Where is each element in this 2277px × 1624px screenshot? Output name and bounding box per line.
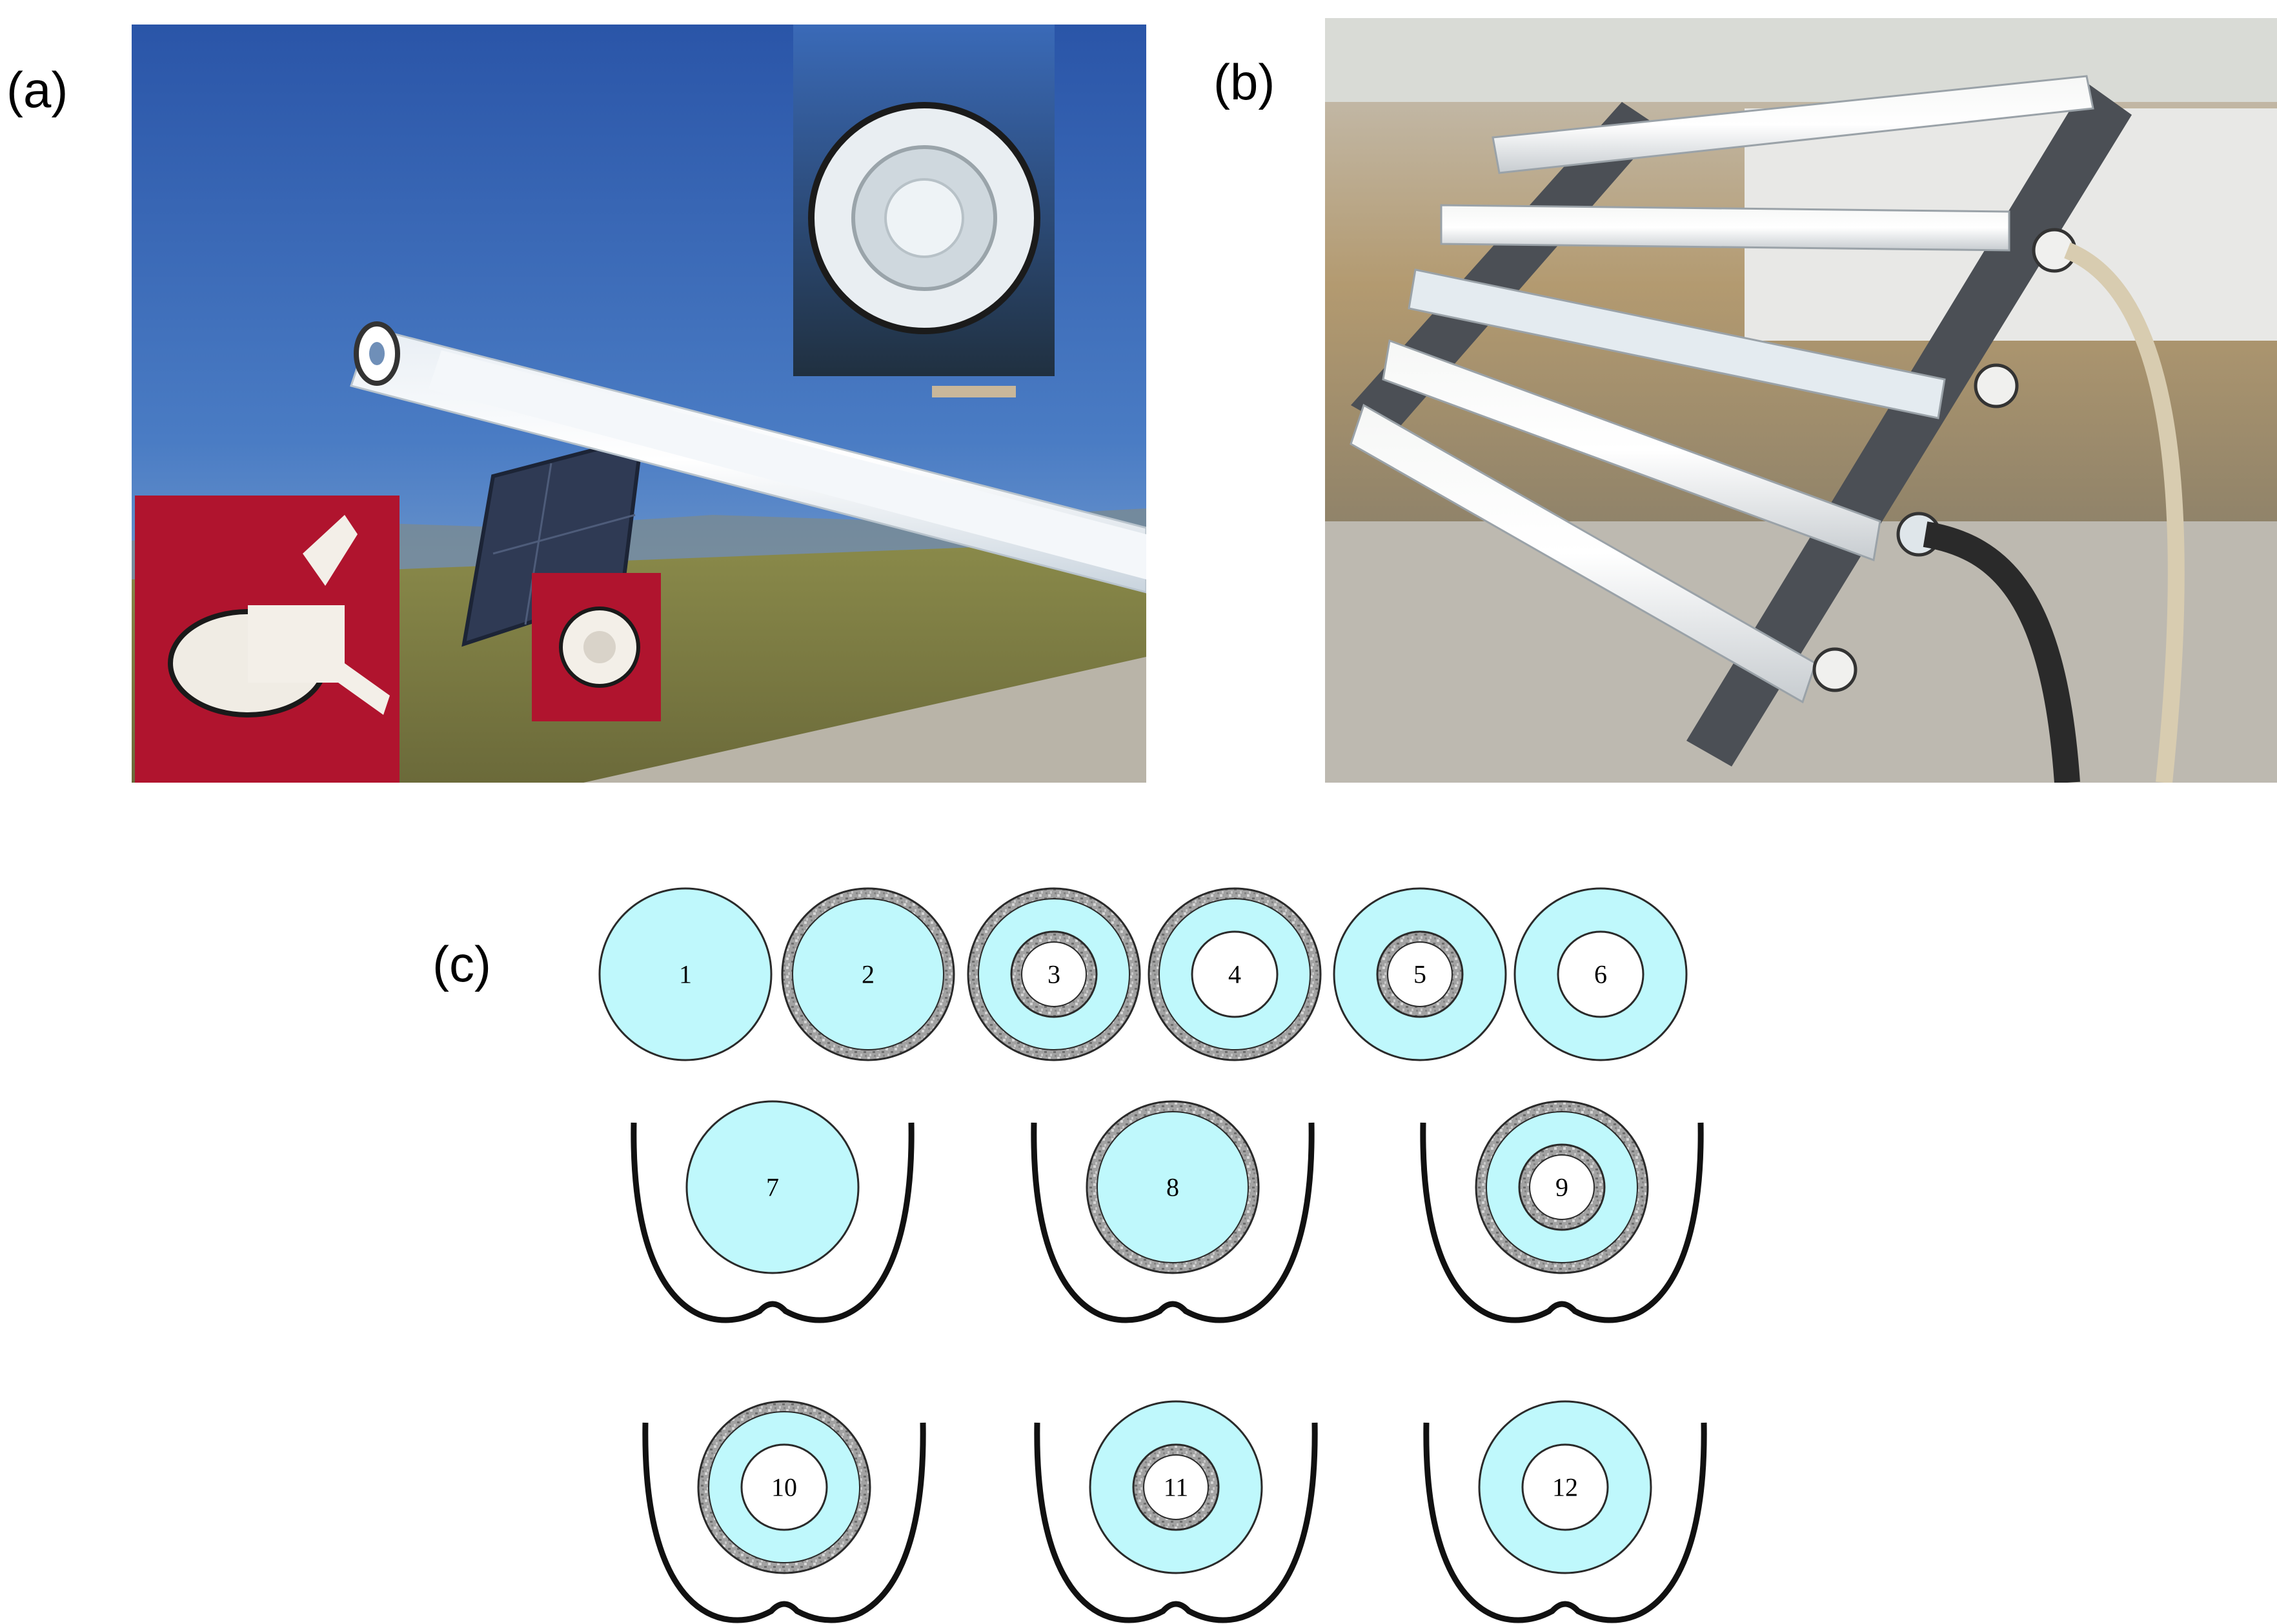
configuration-number: 4 (1228, 960, 1241, 989)
cpc-reflector (1420, 1122, 1704, 1323)
inner-tube (1143, 1454, 1209, 1520)
inner-tube (1529, 1154, 1595, 1220)
configuration-12: 12 (1423, 1400, 1707, 1623)
cpc-reflector (642, 1422, 926, 1623)
configuration-number: 2 (862, 960, 875, 989)
configuration-11: 11 (1034, 1400, 1318, 1623)
configuration-1: 1 (598, 887, 773, 1061)
configuration-number: 3 (1047, 960, 1060, 989)
panel-label-a: (a) (6, 61, 68, 118)
water-annulus (792, 898, 944, 1050)
inner-tube (1021, 941, 1087, 1007)
inner-tube (740, 1443, 828, 1531)
outer-tube (598, 887, 773, 1061)
cpc-reflector (1423, 1422, 1707, 1623)
outer-tube (685, 1100, 860, 1274)
cpc-reflector (1031, 1122, 1315, 1323)
configuration-number: 11 (1164, 1473, 1189, 1502)
configuration-number: 8 (1166, 1173, 1179, 1202)
inner-tube (1191, 930, 1279, 1018)
configuration-number: 1 (679, 960, 692, 989)
configuration-number: 7 (766, 1173, 779, 1202)
cpc-reflector (1034, 1422, 1318, 1623)
configuration-5: 5 (1333, 887, 1507, 1061)
configuration-2: 2 (781, 887, 955, 1061)
configuration-number: 6 (1594, 960, 1607, 989)
configuration-7: 7 (631, 1100, 915, 1323)
photo-tube-array-illustration (1325, 18, 2277, 783)
configuration-9: 9 (1420, 1100, 1704, 1323)
panel-label-b: (b) (1213, 54, 1275, 110)
photo-tube-reactor (132, 25, 1146, 783)
configuration-6: 6 (1513, 887, 1688, 1061)
configuration-number: 10 (771, 1473, 797, 1502)
photo-tube-reactor-illustration (132, 25, 1146, 783)
configuration-number: 9 (1555, 1173, 1568, 1202)
configuration-8: 8 (1031, 1100, 1315, 1323)
inner-tube (1557, 930, 1644, 1018)
inner-tube (1387, 941, 1453, 1007)
configuration-4: 4 (1148, 887, 1322, 1061)
configuration-10: 10 (642, 1400, 926, 1623)
inner-tube (1521, 1443, 1609, 1531)
water-annulus (1097, 1111, 1249, 1263)
cpc-reflector (631, 1122, 915, 1323)
configuration-3: 3 (967, 887, 1141, 1061)
configuration-number: 12 (1552, 1473, 1578, 1502)
panel-label-c: (c) (432, 936, 491, 992)
photo-tube-array (1325, 18, 2277, 783)
configuration-number: 5 (1413, 960, 1426, 989)
